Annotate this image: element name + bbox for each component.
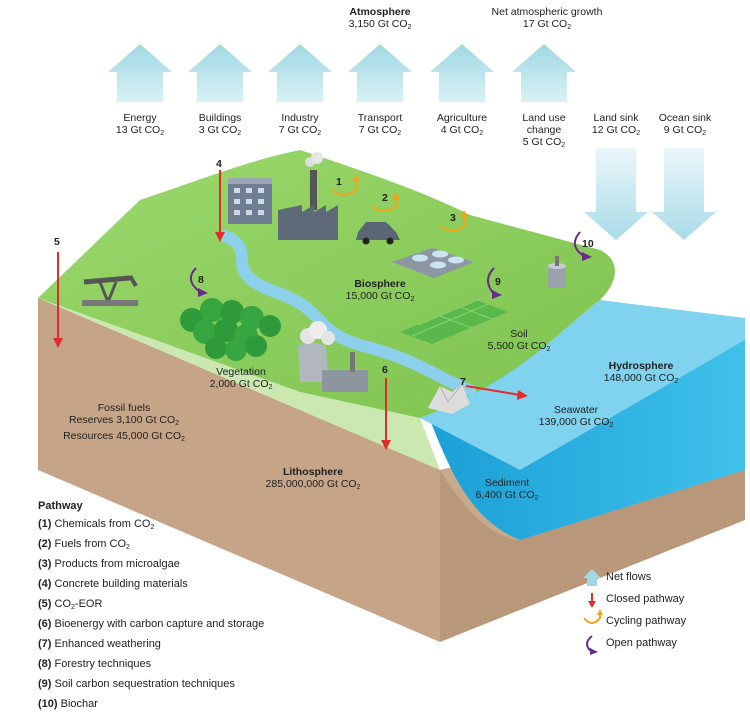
pathway-legend-title: Pathway [38,500,83,512]
industry-label: Industry 7 Gt CO2 [278,112,322,137]
legend-open-icon [586,635,598,655]
agriculture-label: Agriculture 4 Gt CO2 [436,112,488,137]
lithosphere-label: Lithosphere 285,000,000 Gt CO2 [265,466,361,491]
pathway-legend-item: (9) Soil carbon sequestration techniques [38,678,235,690]
marker-7: 7 [460,376,466,388]
energy-label: Energy 13 Gt CO2 [115,112,165,137]
soil-label: Soil 5,500 Gt CO2 [487,328,551,353]
river [219,230,476,396]
industry-arrow [268,44,332,102]
ocean-top [420,300,745,470]
algae-plant [392,248,474,278]
pathway-8-arrow [189,267,201,293]
vegetation-label: Vegetation 2,000 Gt CO2 [209,366,273,391]
pathway-6-arrow [381,378,391,450]
land-front-edge [38,298,440,470]
marker-3: 3 [450,212,456,224]
pathway-3-arrow [439,216,465,232]
carbon-cycle-diagram: Atmosphere 3,150 Gt CO2 Net atmospheric … [38,6,745,710]
factory [278,152,338,240]
net-growth-title: Net atmospheric growth [491,6,603,18]
land-top [38,150,615,418]
pathway-1-arrow [331,180,357,196]
beccs-plant [298,321,368,392]
cycling-pathways [331,174,468,232]
pathway-7-arrow [465,385,528,400]
pathway-legend-item: (4) Concrete building materials [38,578,188,590]
pathway-legend-item: (5) CO2-EOR [38,598,103,611]
pathway-5-arrow [53,252,63,348]
pathway-legend-item: (6) Bioenergy with carbon capture and st… [38,618,265,630]
pathway-10-arrow [573,231,585,257]
forest [180,298,281,361]
soil-fields [400,292,508,344]
marker-4: 4 [216,158,222,170]
key-net-flows: Net flows [606,571,652,583]
emission-arrows [108,44,576,102]
land-sink-arrow [584,148,648,240]
legend-closed-icon [588,593,596,608]
marker-8: 8 [198,274,204,286]
agriculture-arrow [430,44,494,102]
pathway-4-arrow [215,170,225,242]
lithosphere-front [38,298,440,642]
pathway-legend-item: (1) Chemicals from CO2 [38,518,155,531]
marker-1: 1 [336,176,342,188]
biosphere-label: Biosphere 15,000 Gt CO2 [345,278,415,303]
marker-10: 10 [582,238,594,250]
biochar-kiln [548,256,566,288]
pathway-legend-item: (2) Fuels from CO2 [38,538,130,551]
pathway-legend-item: (7) Enhanced weathering [38,638,161,650]
marker-5: 5 [54,236,60,248]
marker-6: 6 [382,364,388,376]
land-sink-label: Land sink 12 Gt CO2 [591,112,641,137]
marker-9: 9 [495,276,501,288]
buildings-label: Buildings 3 Gt CO2 [198,112,242,137]
atmosphere-label: Atmosphere 3,150 Gt CO2 [340,6,420,34]
atmosphere-title: Atmosphere [349,6,411,18]
fossil-fuels-label: Fossil fuels Reserves 3,100 Gt CO2 Resou… [63,402,185,443]
car [356,222,400,245]
pathway-legend-item: (3) Products from microalgae [38,558,180,570]
pathway-legend: Pathway (1) Chemicals from CO2 (2) Fuels… [38,498,264,716]
net-growth-value: 17 Gt CO [522,18,568,30]
energy-arrow [108,44,172,102]
transport-label: Transport 7 Gt CO2 [357,112,403,137]
land-use-label: Land use change 5 Gt CO2 [522,112,566,149]
sediment-label: Sediment 6,400 Gt CO2 [475,477,539,502]
marker-2: 2 [382,192,388,204]
key-open-pathway: Open pathway [606,637,677,649]
seawater-label: Seawater 139,000 Gt CO2 [538,404,614,429]
legend-net-flows-icon [583,569,601,586]
atmosphere-value: 3,150 Gt CO [348,18,408,30]
key-closed-pathway: Closed pathway [606,593,685,605]
pathway-2-arrow [371,198,397,212]
net-growth-label: Net atmospheric growth 17 Gt CO2 [472,6,622,34]
key-cycling-pathway: Cycling pathway [606,615,687,627]
pathway-legend-item: (8) Forestry techniques [38,658,152,670]
hydrosphere-label: Hydrosphere 148,000 Gt CO2 [603,360,679,385]
ocean-sink-arrow [652,148,716,240]
weathering-rocks [428,383,470,414]
land-use-arrow [512,44,576,102]
closed-pathways [53,170,528,450]
legend-cycling-icon [583,609,603,624]
flow-key-legend: Net flows Closed pathway Cycling pathway… [580,566,686,654]
ocean-sink-label: Ocean sink 9 Gt CO2 [658,112,712,137]
office-building [228,178,272,224]
oil-pump [82,274,138,306]
diagram-canvas [38,44,745,655]
buildings-arrow [188,44,252,102]
pathway-legend-item: (10) Biochar [38,698,98,710]
transport-arrow [348,44,412,102]
open-pathways [189,231,592,299]
